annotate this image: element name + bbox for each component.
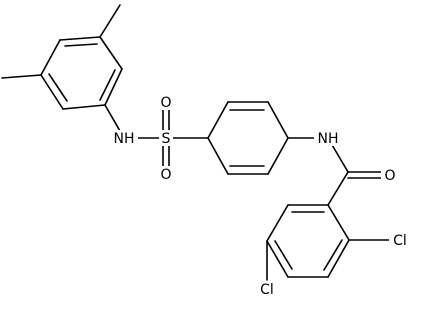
bond [327, 204, 350, 241]
bond [274, 240, 293, 270]
chlorine-label: Cl [393, 233, 407, 249]
bond [327, 239, 350, 278]
methyl-bond [99, 4, 121, 38]
oxygen-label: O [160, 95, 171, 111]
bond [99, 69, 116, 101]
bond [323, 239, 343, 271]
bond [327, 171, 349, 206]
oxygen-label: O [160, 167, 171, 183]
sulfur-label: S [162, 131, 171, 147]
bond [104, 68, 123, 106]
chlorine-label: Cl [260, 282, 274, 298]
bond [59, 36, 101, 41]
bond [99, 36, 123, 70]
methyl-bond [1, 74, 42, 79]
bond [207, 137, 229, 175]
bond [266, 240, 289, 278]
nh-label: NH [318, 131, 339, 147]
bond [207, 101, 229, 139]
bond [40, 39, 61, 76]
bond [267, 137, 289, 175]
oxygen-label: O [384, 168, 395, 184]
bond [267, 101, 289, 139]
bond [48, 73, 68, 102]
nh-label: NH [114, 131, 135, 147]
bond [64, 43, 98, 47]
bond [40, 74, 64, 110]
bond [266, 204, 289, 242]
bond [62, 104, 106, 110]
